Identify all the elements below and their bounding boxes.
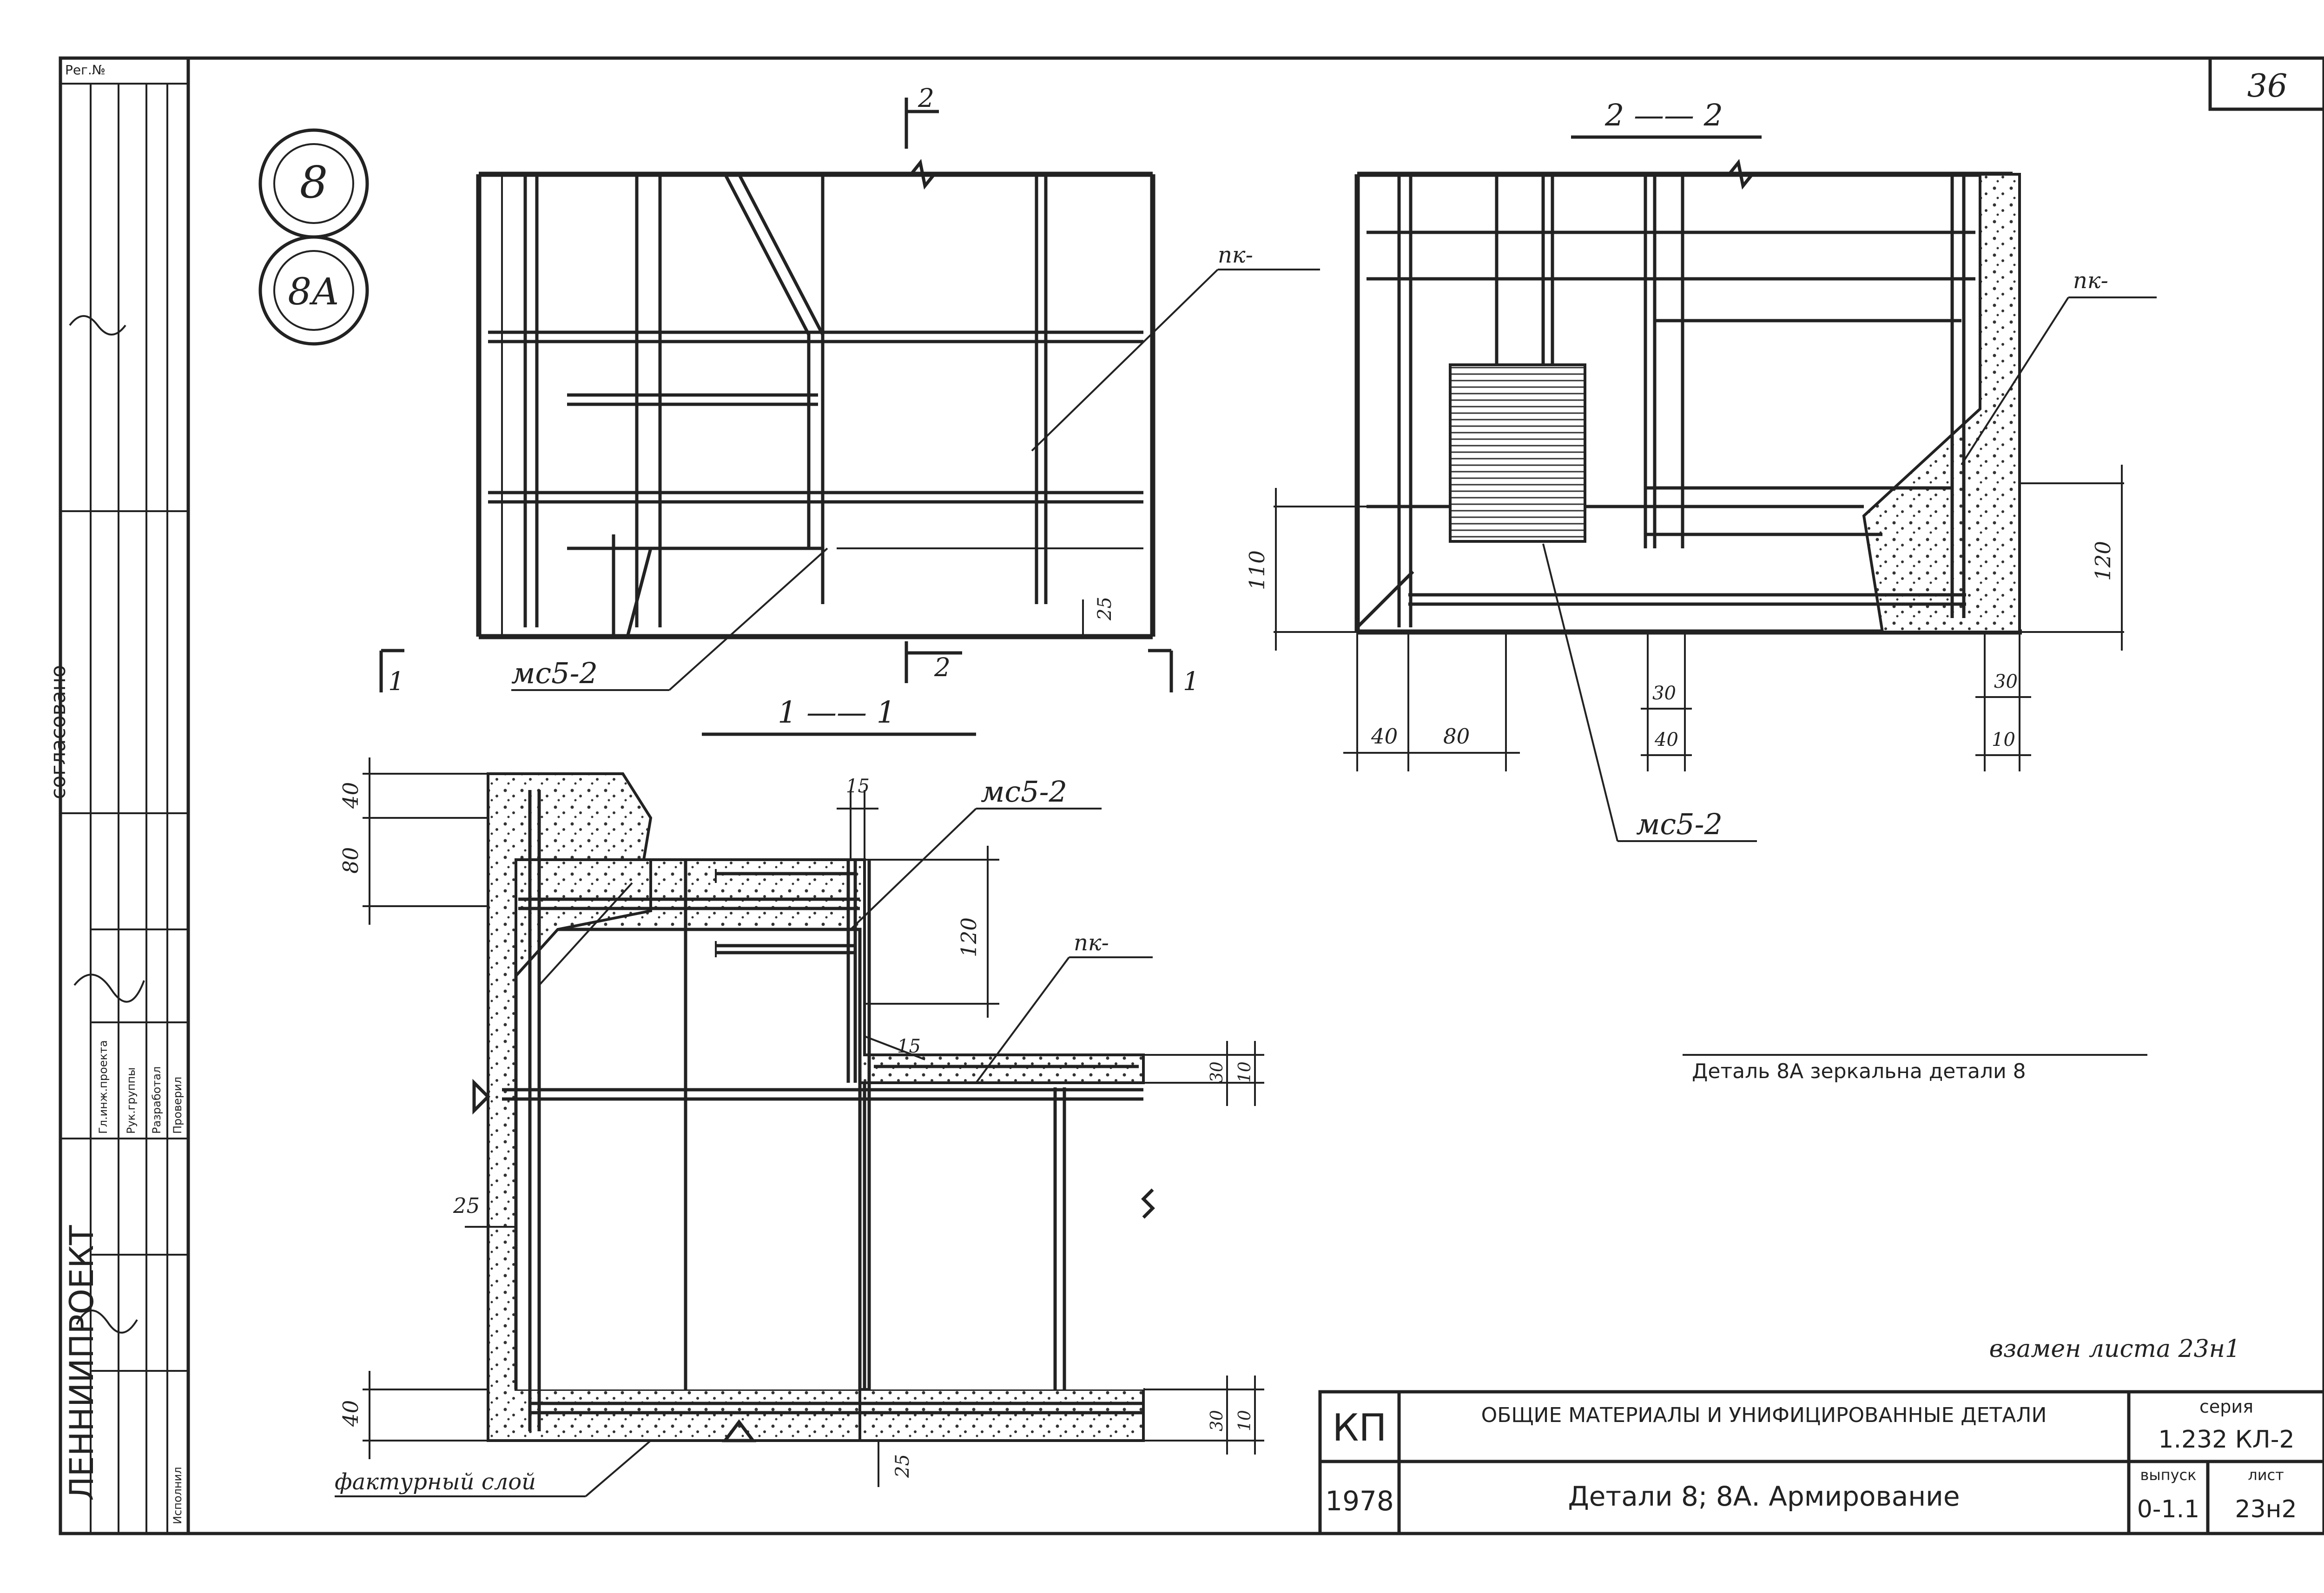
role-4: Проверил [171, 1077, 184, 1134]
title-block: КП 1978 ОБЩИЕ МАТЕРИАЛЫ И УНИФИЦИРОВАННЫ… [1318, 1390, 2324, 1535]
org-name-vertical: ЛЕННИИПРОЕКТ [63, 1225, 101, 1501]
section-1-1-title: 1 —— 1 [702, 695, 976, 736]
sheet-value: 23н2 [2235, 1495, 2297, 1523]
svg-text:15: 15 [846, 776, 870, 797]
series-value: 1.232 КЛ-2 [2158, 1426, 2294, 1454]
year: 1978 [1325, 1485, 1394, 1517]
callout-texture-layer: фактурный слой [335, 1469, 536, 1495]
detail-marker-8a: 8А [258, 235, 369, 346]
agreed-vertical: согласовано [46, 665, 70, 799]
svg-text:30: 30 [1208, 1061, 1227, 1083]
svg-text:25: 25 [892, 1454, 913, 1478]
svg-text:8А: 8А [288, 270, 339, 313]
svg-text:1 —— 1: 1 —— 1 [778, 695, 896, 730]
callout-pk-section-2-2: пк- [2073, 268, 2108, 294]
replacement-note: взамен листа 23н1 [1989, 1335, 2240, 1363]
role-3: Разработал [150, 1066, 163, 1134]
svg-text:80: 80 [338, 847, 363, 874]
view-section-1-1: 40 80 15 120 15 30 10 25 40 25 [338, 757, 1264, 1487]
svg-text:40: 40 [338, 782, 363, 809]
section-2-2-title: 2 —— 2 [1571, 98, 1762, 139]
svg-text:25: 25 [453, 1193, 480, 1218]
cut-marker-1-right: 1 [1183, 666, 1199, 696]
callout-pk-section-1-1: пк- [1074, 930, 1109, 956]
callouts-section-1-1: мс5-2 пк- фактурный слой [335, 775, 1153, 1497]
svg-text:25: 25 [1094, 597, 1116, 621]
issue-label: выпуск [2140, 1466, 2197, 1484]
cut-marker-2-top: 2 [918, 83, 934, 113]
role-5: Исполнил [171, 1467, 184, 1525]
svg-text:2 —— 2: 2 —— 2 [1604, 98, 1723, 133]
callout-mc5-2-plan: мс5-2 [511, 656, 598, 690]
callouts-section-2-2: пк- мс5-2 [1542, 268, 2157, 842]
cut-markers: 2 2 1 1 [379, 83, 1199, 696]
view-plan-top-left: 25 [476, 158, 1155, 639]
project-title: ОБЩИЕ МАТЕРИАЛЫ И УНИФИЦИРОВАННЫЕ ДЕТАЛИ [1481, 1403, 2047, 1427]
svg-text:80: 80 [1443, 724, 1470, 749]
callout-mc5-2-section-2-2: мс5-2 [1636, 807, 1723, 841]
sheet-number: 36 [2247, 68, 2288, 105]
org-code: КП [1333, 1406, 1387, 1449]
left-stamp-strip: Рег.№ ЛЕННИИПРОЕКТ согласовано Гл.инж.пр… [46, 62, 188, 1534]
svg-text:8: 8 [300, 157, 328, 208]
detail-marker-8: 8 [258, 128, 369, 239]
svg-text:10: 10 [1992, 729, 2015, 750]
reg-number-label: Рег.№ [65, 62, 106, 78]
svg-text:110: 110 [1245, 550, 1269, 590]
cut-marker-2-bottom: 2 [934, 652, 951, 682]
svg-text:120: 120 [957, 917, 981, 957]
sheet-frame [59, 56, 2324, 1535]
mirror-note: Деталь 8А зеркальна детали 8 [1692, 1060, 2026, 1083]
svg-text:30: 30 [1208, 1410, 1227, 1431]
view-section-2-2: 110 120 40 80 30 40 30 10 [1245, 158, 2124, 771]
svg-text:10: 10 [1235, 1061, 1254, 1083]
svg-text:40: 40 [338, 1400, 363, 1427]
sheet-number-box: 36 [2208, 56, 2324, 111]
role-1: Гл.инж.проекта [97, 1040, 110, 1134]
svg-text:40: 40 [1654, 729, 1678, 750]
issue-value: 0-1.1 [2137, 1495, 2200, 1523]
svg-text:10: 10 [1235, 1410, 1254, 1431]
role-2: Рук.группы [125, 1067, 138, 1134]
svg-text:120: 120 [2091, 541, 2115, 581]
svg-text:30: 30 [1652, 683, 1676, 704]
cut-marker-1-left: 1 [388, 666, 404, 696]
signature [69, 315, 145, 1334]
svg-text:40: 40 [1371, 724, 1398, 749]
series-label: серия [2199, 1396, 2253, 1417]
callout-pk-plan: пк- [1218, 242, 1253, 268]
sheet-label: лист [2248, 1466, 2284, 1484]
svg-text:30: 30 [1994, 671, 2018, 692]
callouts-plan: пк- мс5-2 [511, 242, 1320, 691]
drawing-title: Детали 8; 8А. Армирование [1568, 1481, 1960, 1512]
callout-mc5-2-section-1-1: мс5-2 [981, 775, 1067, 809]
